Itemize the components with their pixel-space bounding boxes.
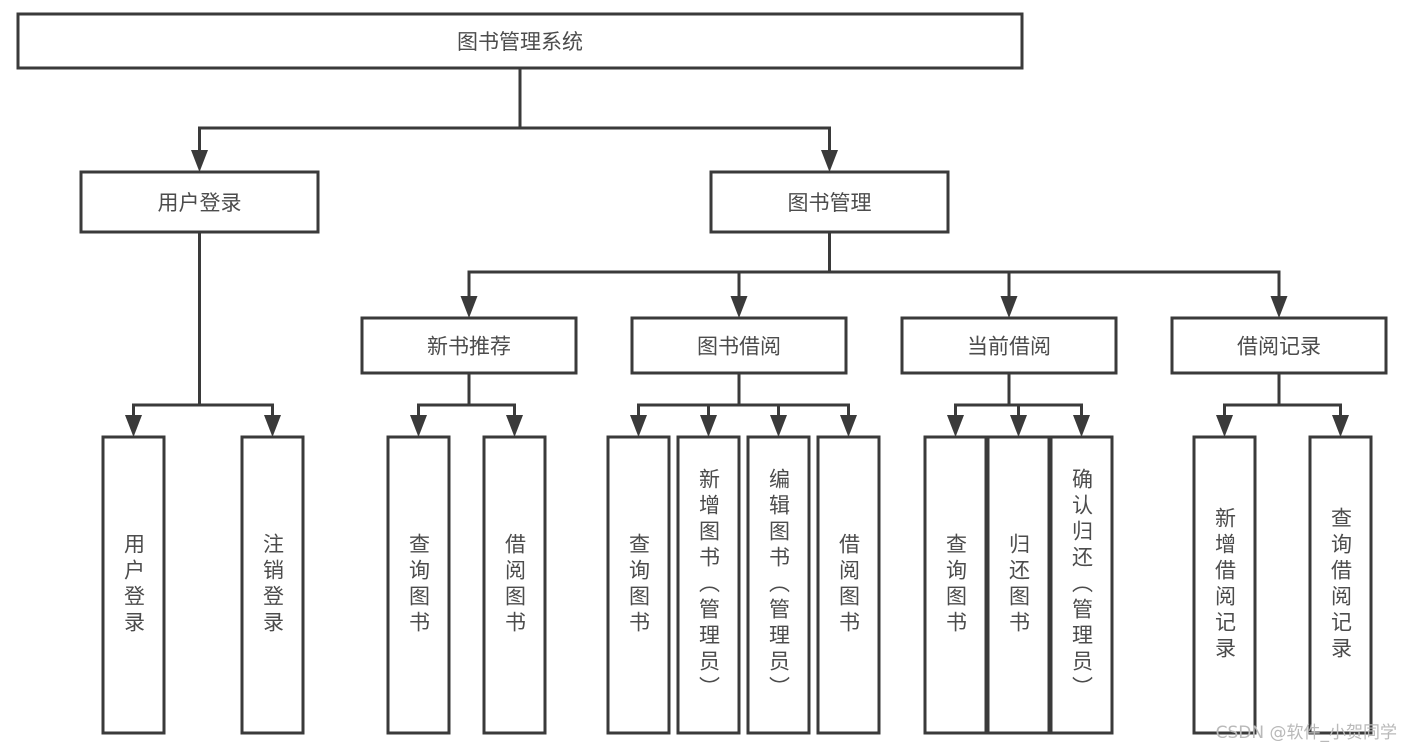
node-leaf-confirm-return[interactable]: 确认归还（管理员）	[1049, 435, 1114, 735]
node-leaf-query-book-1-rect[interactable]	[386, 435, 451, 735]
node-leaf-query-book-2-label: 查询图书	[627, 533, 651, 637]
node-leaf-query-record-rect[interactable]	[1308, 435, 1373, 735]
node-book-manage-rect[interactable]	[709, 170, 950, 234]
node-leaf-confirm-return-rect[interactable]	[1049, 435, 1114, 735]
node-current-borrow[interactable]: 当前借阅	[900, 316, 1118, 375]
node-current-borrow-rect[interactable]	[900, 316, 1118, 375]
node-leaf-borrow-book-2-label: 借阅图书	[837, 533, 861, 637]
node-leaf-add-book-label: 新增图书（管理员）	[697, 468, 721, 702]
node-leaf-query-book-2-rect[interactable]	[606, 435, 671, 735]
node-leaf-borrow-book-2[interactable]: 借阅图书	[816, 435, 881, 735]
node-leaf-edit-book-rect[interactable]	[746, 435, 811, 735]
node-leaf-query-book-1[interactable]: 查询图书	[386, 435, 451, 735]
borrow-record-leaf-arrow-0-head	[1216, 415, 1233, 437]
node-leaf-add-book-rect[interactable]	[676, 435, 741, 735]
node-root-rect[interactable]	[16, 12, 1024, 70]
node-leaf-logout-label: 注销登录	[261, 533, 285, 637]
level2-arrow-1-head	[821, 150, 838, 172]
node-root-label: 图书管理系统	[457, 30, 583, 54]
node-leaf-query-book-2[interactable]: 查询图书	[606, 435, 671, 735]
node-book-borrow[interactable]: 图书借阅	[630, 316, 848, 375]
node-leaf-borrow-book-2-rect[interactable]	[816, 435, 881, 735]
level3-arrow-1-head	[730, 296, 748, 318]
node-borrow-record-rect[interactable]	[1170, 316, 1388, 375]
node-new-book-recommend-label: 新书推荐	[427, 335, 511, 359]
node-user-login-rect[interactable]	[79, 170, 320, 234]
node-leaf-edit-book-label: 编辑图书（管理员）	[767, 468, 791, 702]
node-leaf-add-book[interactable]: 新增图书（管理员）	[676, 435, 741, 735]
node-new-book-recommend-rect[interactable]	[360, 316, 578, 375]
current-borrow-leaf-arrow-1-head	[1010, 415, 1027, 437]
node-leaf-logout-rect[interactable]	[240, 435, 305, 735]
user-login-leaf-arrow-1-head	[264, 415, 281, 437]
level3-arrow-2-head	[1000, 296, 1018, 318]
level2-arrow-0-head	[191, 150, 208, 172]
node-leaf-query-record-label: 查询借阅记录	[1329, 507, 1353, 663]
node-leaf-return-book[interactable]: 归还图书	[986, 435, 1051, 735]
node-user-login[interactable]: 用户登录	[79, 170, 320, 234]
node-leaf-add-record-label: 新增借阅记录	[1213, 507, 1237, 663]
borrow-record-leaf-arrow-1-head	[1332, 415, 1349, 437]
node-leaf-user-login-label: 用户登录	[122, 533, 146, 637]
node-leaf-logout[interactable]: 注销登录	[240, 435, 305, 735]
current-borrow-leaf-arrow-2-head	[1073, 415, 1090, 437]
node-new-book-recommend[interactable]: 新书推荐	[360, 316, 578, 375]
node-leaf-query-record[interactable]: 查询借阅记录	[1308, 435, 1373, 735]
node-leaf-query-book-1-label: 查询图书	[407, 533, 431, 637]
node-book-manage-label: 图书管理	[788, 191, 872, 215]
node-leaf-query-book-3-rect[interactable]	[923, 435, 988, 735]
node-book-borrow-rect[interactable]	[630, 316, 848, 375]
book-borrow-leaf-arrow-1-head	[700, 415, 717, 437]
node-leaf-query-book-3-label: 查询图书	[944, 533, 968, 637]
node-user-login-label: 用户登录	[158, 191, 242, 215]
node-leaf-user-login[interactable]: 用户登录	[101, 435, 166, 735]
level3-arrow-3-head	[1270, 296, 1288, 318]
node-book-manage[interactable]: 图书管理	[709, 170, 950, 234]
node-leaf-add-record-rect[interactable]	[1192, 435, 1257, 735]
book-borrow-leaf-arrow-2-head	[770, 415, 787, 437]
current-borrow-leaf-arrow-0-head	[947, 415, 964, 437]
new-book-recommend-leaf-arrow-0-head	[410, 415, 427, 437]
book-borrow-leaf-arrow-3-head	[840, 415, 857, 437]
node-leaf-borrow-book-1-label: 借阅图书	[503, 533, 527, 637]
node-leaf-return-book-label: 归还图书	[1007, 533, 1031, 637]
node-leaf-edit-book[interactable]: 编辑图书（管理员）	[746, 435, 811, 735]
user-login-leaf-arrow-0-head	[125, 415, 142, 437]
node-root[interactable]: 图书管理系统	[16, 12, 1024, 70]
node-book-borrow-label: 图书借阅	[697, 335, 781, 359]
node-leaf-borrow-book-1-rect[interactable]	[482, 435, 547, 735]
book-borrow-leaf-arrow-0-head	[630, 415, 647, 437]
node-leaf-add-record[interactable]: 新增借阅记录	[1192, 435, 1257, 735]
node-leaf-query-book-3[interactable]: 查询图书	[923, 435, 988, 735]
level3-arrow-0-head	[460, 296, 478, 318]
node-leaf-user-login-rect[interactable]	[101, 435, 166, 735]
new-book-recommend-leaf-arrow-1-head	[506, 415, 523, 437]
node-leaf-confirm-return-label: 确认归还（管理员）	[1070, 468, 1094, 702]
node-borrow-record[interactable]: 借阅记录	[1170, 316, 1388, 375]
node-current-borrow-label: 当前借阅	[967, 335, 1051, 359]
node-leaf-borrow-book-1[interactable]: 借阅图书	[482, 435, 547, 735]
node-borrow-record-label: 借阅记录	[1237, 335, 1321, 359]
node-leaf-return-book-rect[interactable]	[986, 435, 1051, 735]
